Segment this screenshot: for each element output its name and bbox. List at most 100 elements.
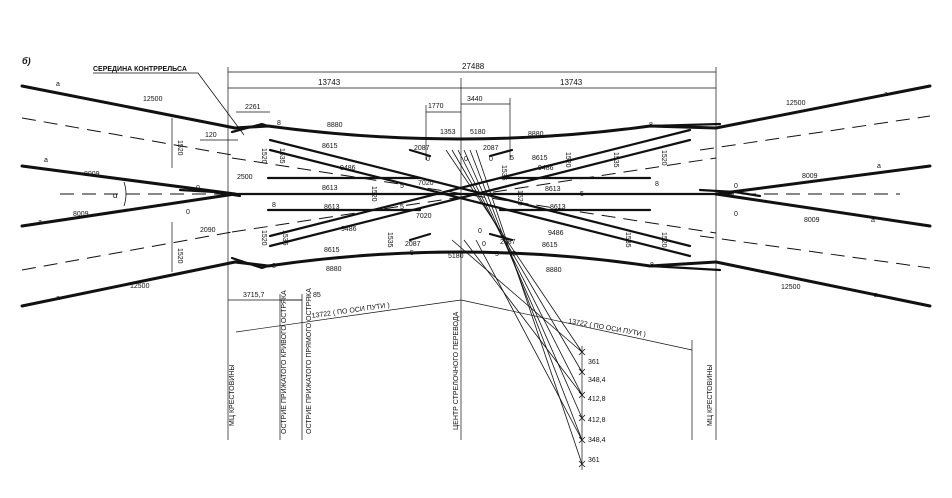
dim-8009-l1: 8009 <box>84 171 100 178</box>
label-curve-point: ОСТРИЕ ПРИЖАТОГО КРИВОГО ОСТРЯКА <box>281 290 288 434</box>
dim-1520-vl3: 1520 <box>260 148 267 164</box>
dim-12500-tr: 12500 <box>786 100 806 107</box>
dim-12500-br: 12500 <box>781 284 801 291</box>
dim-85: 85 <box>313 292 321 299</box>
dim-8880-bl: 8880 <box>326 266 342 273</box>
dim-8009-l2: 8009 <box>73 211 89 218</box>
dim-1535-vc4: 1535 <box>500 165 507 181</box>
dim-8880-br: 8880 <box>546 267 562 274</box>
dim-8615-br: 8615 <box>542 242 558 249</box>
scale-348-bottom: 348,4 <box>588 437 606 444</box>
mark-8-3: 8 <box>272 263 276 270</box>
mark-8-4: 8 <box>649 122 653 129</box>
dim-8009-r2: 8009 <box>804 217 820 224</box>
mark-5-5: 5 <box>512 251 516 258</box>
dim-8613-tl: 8613 <box>322 185 338 192</box>
dim-1536-vl: 1535 <box>281 230 288 246</box>
scale-348-top: 348,4 <box>588 377 606 384</box>
mark-0-c2: 0 <box>464 156 468 163</box>
scale-412-bottom: 412,8 <box>588 417 606 424</box>
dim-5180-top: 5180 <box>470 129 486 136</box>
scale-361-top: 361 <box>588 359 600 366</box>
mark-5-4: 5 <box>495 251 499 258</box>
dim-9486-tl: 9486 <box>340 165 356 172</box>
dim-half-left: 13743 <box>318 78 341 87</box>
label-mc-right: МЦ КРЕСТОВИНЫ <box>707 364 714 426</box>
dim-1353: 1353 <box>440 129 456 136</box>
angle-alpha: α <box>113 191 118 200</box>
mark-0-r1: 0 <box>734 183 738 190</box>
dim-2087-tr: 2087 <box>483 145 499 152</box>
guard-rail-leader <box>93 72 245 136</box>
dim-2087-bl: 2087 <box>405 241 421 248</box>
dim-1535-vl: 1535 <box>278 148 285 164</box>
label-switch-center: ЦЕНТР СТРЕЛОЧНОГО ПЕРЕВОДА <box>453 311 460 430</box>
dim-13722-right: 13722 ( ПО ОСИ ПУТИ ) <box>568 318 647 339</box>
mark-a-5: a <box>884 91 888 98</box>
dim-1520-vc3: 1520 <box>516 190 523 206</box>
vertical-labels: МЦ КРЕСТОВИНЫ ОСТРИЕ ПРИЖАТОГО КРИВОГО О… <box>229 288 714 434</box>
angle-arc <box>123 181 127 207</box>
dim-8615-bl: 8615 <box>324 247 340 254</box>
dim-half-right: 13743 <box>560 78 583 87</box>
dim-12500-bl: 12500 <box>130 283 150 290</box>
mark-0-l2: 0 <box>186 209 190 216</box>
dim-3440: 3440 <box>467 96 483 103</box>
mark-0-c4: 0 <box>478 228 482 235</box>
dim-1535-vc2: 1535 <box>386 232 393 248</box>
dim-total: 27488 <box>462 62 485 71</box>
dim-8009-r1: 8009 <box>802 173 818 180</box>
dim-1520-vr1: 1520 <box>564 152 571 168</box>
dim-2087-tl: 2087 <box>414 145 430 152</box>
dim-1535-vr2: 1535 <box>612 152 619 168</box>
dim-2261: 2261 <box>245 104 261 111</box>
mark-a-4: a <box>56 295 60 302</box>
dim-8880-tl: 8880 <box>327 122 343 129</box>
dim-9486-tr: 9486 <box>538 165 554 172</box>
dim-1535-vr3: 1535 <box>624 232 631 248</box>
mark-8-1: 8 <box>277 120 281 127</box>
dim-1520-vr5: 1520 <box>660 232 667 248</box>
mark-a-6: a <box>877 163 881 170</box>
mark-0-c3: 0 <box>489 156 493 163</box>
dim-1520-vl1: 1520 <box>176 140 183 156</box>
dim-8613-bl: 8613 <box>324 204 340 211</box>
ordinate-fan: 361 348,4 412,8 412,8 348,4 361 <box>445 149 606 470</box>
dim-8880-tr: 8880 <box>528 131 544 138</box>
dim-1520-vl4: 1520 <box>260 230 267 246</box>
mark-5-6: 5 <box>410 250 414 257</box>
dim-7020-bottom: 7020 <box>416 213 432 220</box>
bottom-dimensions: 3715,7 85 13722 ( ПО ОСИ ПУТИ ) 13722 ( … <box>228 292 693 440</box>
dim-1520-vl2: 1520 <box>176 248 183 264</box>
dim-9486-br: 9486 <box>548 230 564 237</box>
mark-a-2: a <box>44 157 48 164</box>
label-straight-point: ОСТРИЕ ПРИЖАТОГО ПРЯМОГО ОСТРЯКА <box>306 288 313 434</box>
label-mc-left: МЦ КРЕСТОВИНЫ <box>229 364 236 426</box>
dim-2500: 2500 <box>237 174 253 181</box>
mark-5-1: 5 <box>400 183 404 190</box>
mark-8-2: 8 <box>272 202 276 209</box>
dim-3715: 3715,7 <box>243 292 265 299</box>
dim-13722-left: 13722 ( ПО ОСИ ПУТИ ) <box>311 302 390 320</box>
dim-7020-top: 7020 <box>418 180 434 187</box>
mark-5-7: 5 <box>580 191 584 198</box>
mark-5-2: 5 <box>400 204 404 211</box>
dim-1770: 1770 <box>428 103 444 110</box>
guard-rail-middle-label: СЕРЕДИНА КОНТРРЕЛЬСА <box>93 66 187 73</box>
dim-9486-bl: 9486 <box>341 226 357 233</box>
dim-5180-bottom: 5180 <box>448 253 464 260</box>
mark-0-l1: 0 <box>196 185 200 192</box>
dim-12500-tl: 12500 <box>143 96 163 103</box>
dim-1520-vr4: 1520 <box>660 150 667 166</box>
mark-0-r2: 0 <box>734 211 738 218</box>
dim-1520-vc1: 1520 <box>370 186 377 202</box>
dim-8613-br: 8613 <box>550 204 566 211</box>
dim-2090: 2090 <box>200 227 216 234</box>
mark-8-6: 8 <box>650 262 654 269</box>
joint-marks: a a a a a a a a α 0 0 0 0 0 0 0 0 0 5 5 … <box>38 81 888 302</box>
mark-a-1: a <box>56 81 60 88</box>
dim-8613-tr: 8613 <box>545 186 561 193</box>
mark-8-5: 8 <box>655 181 659 188</box>
scale-361-bottom: 361 <box>588 457 600 464</box>
dim-120: 120 <box>205 132 217 139</box>
